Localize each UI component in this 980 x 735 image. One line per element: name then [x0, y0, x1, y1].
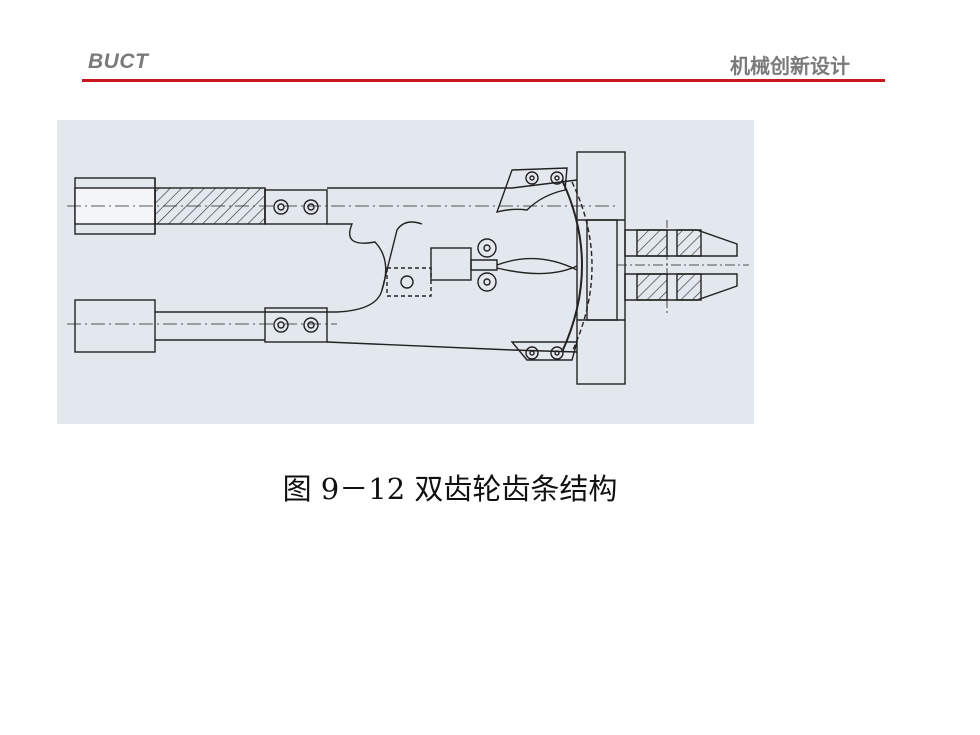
header-course-title: 机械创新设计	[730, 54, 850, 78]
figure-caption: 图 9－12 双齿轮齿条结构	[282, 472, 618, 506]
gear-rack-drawing-icon	[67, 151, 749, 385]
mechanical-drawing-figure	[57, 120, 754, 424]
header-org: BUCT	[88, 50, 149, 73]
header-divider	[82, 79, 885, 82]
